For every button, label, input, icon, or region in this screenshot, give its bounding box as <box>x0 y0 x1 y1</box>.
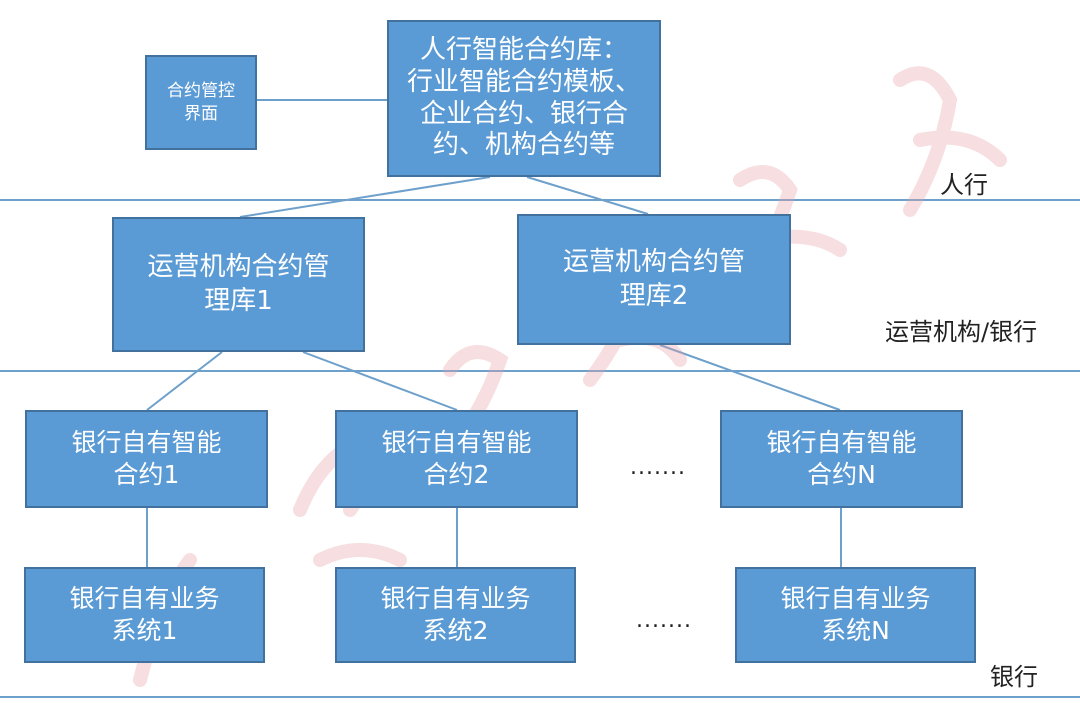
pboc-contract-library-box: 人行智能合约库： 行业智能合约模板、 企业合约、银行合 约、机构合约等 <box>387 20 661 177</box>
bank-system-2-box: 银行自有业务 系统2 <box>335 567 576 663</box>
bank-system-1-box: 银行自有业务 系统1 <box>24 567 265 663</box>
connector-library-ops2 <box>526 176 649 215</box>
connector-library-ops1 <box>239 176 491 218</box>
connector-ops1-contract1 <box>146 351 223 411</box>
ops-library-2-box: 运营机构合约管 理库2 <box>517 214 791 345</box>
systems-ellipsis: ....... <box>636 608 692 633</box>
bank-contract-2-box: 银行自有智能 合约2 <box>335 410 578 508</box>
tier-label-pboc: 人行 <box>940 171 988 199</box>
bank-system-n-box: 银行自有业务 系统N <box>735 567 976 663</box>
bank-contract-n-box: 银行自有智能 合约N <box>720 410 963 508</box>
tier-label-bank: 银行 <box>990 663 1038 691</box>
contracts-ellipsis: ....... <box>630 455 686 480</box>
connector-ops2-contractn <box>659 344 841 411</box>
bank-contract-1-box: 银行自有智能 合约1 <box>25 410 268 508</box>
tier-label-ops: 运营机构/银行 <box>885 318 1038 346</box>
ops-library-1-box: 运营机构合约管 理库1 <box>112 217 365 352</box>
connector-ops1-contract2 <box>302 351 458 411</box>
contract-control-ui-box: 合约管控 界面 <box>145 55 257 150</box>
